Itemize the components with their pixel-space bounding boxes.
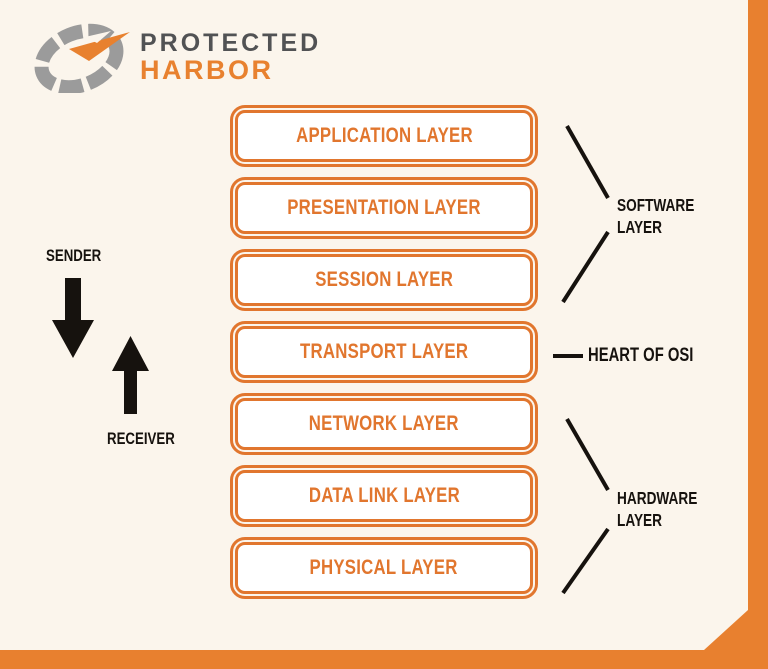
layer-box-application-inner: APPLICATION LAYER — [235, 110, 533, 162]
receiver-label: RECEIVER — [107, 429, 175, 448]
layer-label-data-link: DATA LINK LAYER — [308, 484, 460, 507]
layer-label-application: APPLICATION LAYER — [295, 124, 473, 147]
software-layer-line2: LAYER — [617, 217, 663, 237]
hardware-bracket-lines — [561, 417, 610, 595]
layer-box-physical: PHYSICAL LAYER — [230, 537, 538, 599]
software-layer-annotation: SOFTWARE LAYER — [617, 194, 694, 238]
layer-box-data-link: DATA LINK LAYER — [230, 465, 538, 527]
layer-label-network: NETWORK LAYER — [309, 412, 459, 435]
layer-box-session-inner: SESSION LAYER — [235, 254, 533, 306]
layer-label-presentation: PRESENTATION LAYER — [287, 196, 481, 219]
layer-box-transport: TRANSPORT LAYER — [230, 321, 538, 383]
layer-box-physical-inner: PHYSICAL LAYER — [235, 542, 533, 594]
layer-box-data-link-inner: DATA LINK LAYER — [235, 470, 533, 522]
layer-box-network-inner: NETWORK LAYER — [235, 398, 533, 450]
layer-box-session: SESSION LAYER — [230, 249, 538, 311]
layer-box-presentation: PRESENTATION LAYER — [230, 177, 538, 239]
layer-label-physical: PHYSICAL LAYER — [309, 556, 459, 579]
sender-label: SENDER — [46, 246, 102, 265]
hardware-layer-annotation: HARDWARE LAYER — [617, 487, 697, 531]
layer-box-transport-inner: TRANSPORT LAYER — [235, 326, 533, 378]
software-bracket-lines — [561, 125, 610, 304]
layer-box-presentation-inner: PRESENTATION LAYER — [235, 182, 533, 234]
brand-name-harbor: HARBOR — [140, 55, 274, 85]
layer-label-transport: TRANSPORT LAYER — [299, 340, 469, 363]
content-panel: PROTECTED HARBOR APPLICATION LAYER PRESE… — [0, 0, 748, 650]
hardware-layer-line1: HARDWARE — [617, 488, 698, 508]
sender-down-arrow-icon — [52, 278, 94, 358]
heart-of-osi-label: HEART OF OSI — [588, 345, 694, 366]
layer-label-session: SESSION LAYER — [315, 268, 453, 291]
hardware-layer-line2: LAYER — [617, 510, 663, 530]
brand-name-protected: PROTECTED — [140, 29, 322, 57]
software-layer-line1: SOFTWARE — [617, 195, 695, 215]
layer-box-application: APPLICATION LAYER — [230, 105, 538, 167]
brand-logo-icon — [34, 23, 130, 93]
layer-box-network: NETWORK LAYER — [230, 393, 538, 455]
receiver-up-arrow-icon — [112, 336, 149, 414]
heart-connector-line — [553, 354, 583, 358]
